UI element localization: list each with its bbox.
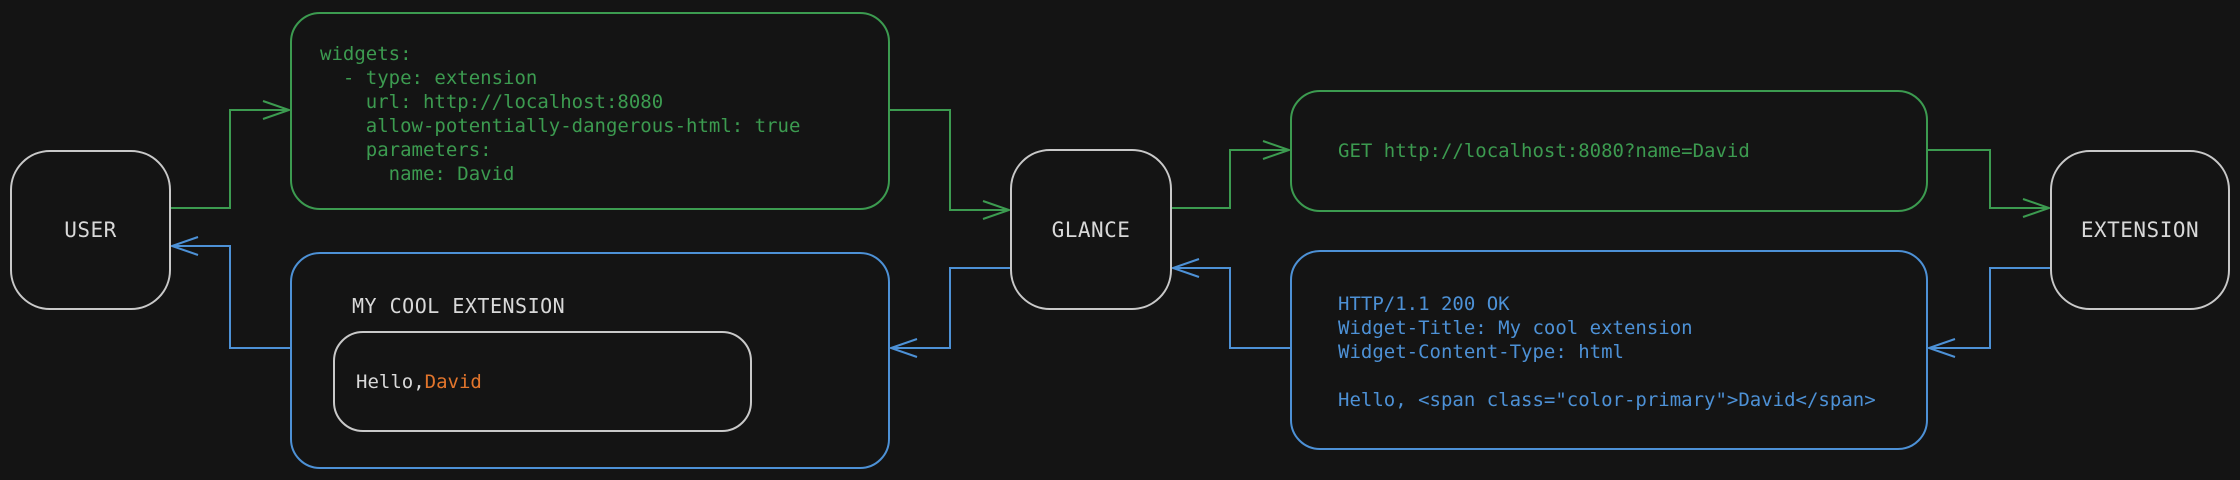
arrow-config-to-glance: [890, 109, 1007, 211]
yaml-config-code: widgets: - type: extension url: http://l…: [320, 43, 801, 185]
widget-preview-box: MY COOL EXTENSION Hello, David: [290, 252, 890, 469]
widget-greeting-text: Hello,: [356, 370, 425, 393]
extension-node-label: EXTENSION: [2080, 218, 2200, 242]
arrow-user-to-config: [171, 109, 287, 209]
glance-node-label: GLANCE: [1051, 217, 1131, 242]
arrow-glance-to-request-head: [1262, 140, 1293, 160]
user-node-label: USER: [64, 218, 117, 242]
widget-name-highlight: David: [424, 370, 482, 393]
http-response-code: HTTP/1.1 200 OK Widget-Title: My cool ex…: [1338, 293, 1876, 411]
glance-node: GLANCE: [1010, 149, 1172, 310]
http-request-code: GET http://localhost:8080?name=David: [1338, 140, 1750, 162]
arrow-request-to-extension: [1928, 149, 2047, 209]
arrow-glance-to-widget: [893, 267, 1010, 349]
widget-inner-box: Hello, David: [333, 331, 752, 432]
arrow-response-to-glance: [1175, 267, 1290, 349]
arrow-extension-to-response: [1931, 267, 2050, 349]
arrow-glance-to-request: [1172, 149, 1287, 209]
arrow-request-to-extension-head: [2022, 198, 2053, 218]
arrow-config-to-glance-head: [982, 200, 1013, 220]
extension-node: EXTENSION: [2050, 150, 2230, 310]
arrow-response-to-glance-head: [1169, 258, 1200, 278]
user-node: USER: [10, 150, 171, 310]
http-response-box: HTTP/1.1 200 OK Widget-Title: My cool ex…: [1290, 250, 1928, 450]
arrow-user-to-config-head: [262, 100, 293, 120]
http-request-box: GET http://localhost:8080?name=David: [1290, 90, 1928, 212]
arrow-widget-to-user: [174, 245, 290, 349]
arrow-extension-to-response-head: [1925, 338, 1956, 358]
arrow-glance-to-widget-head: [887, 338, 918, 358]
yaml-config-box: widgets: - type: extension url: http://l…: [290, 12, 890, 210]
arrow-widget-to-user-head: [168, 236, 199, 256]
widget-preview-title: MY COOL EXTENSION: [352, 294, 566, 318]
